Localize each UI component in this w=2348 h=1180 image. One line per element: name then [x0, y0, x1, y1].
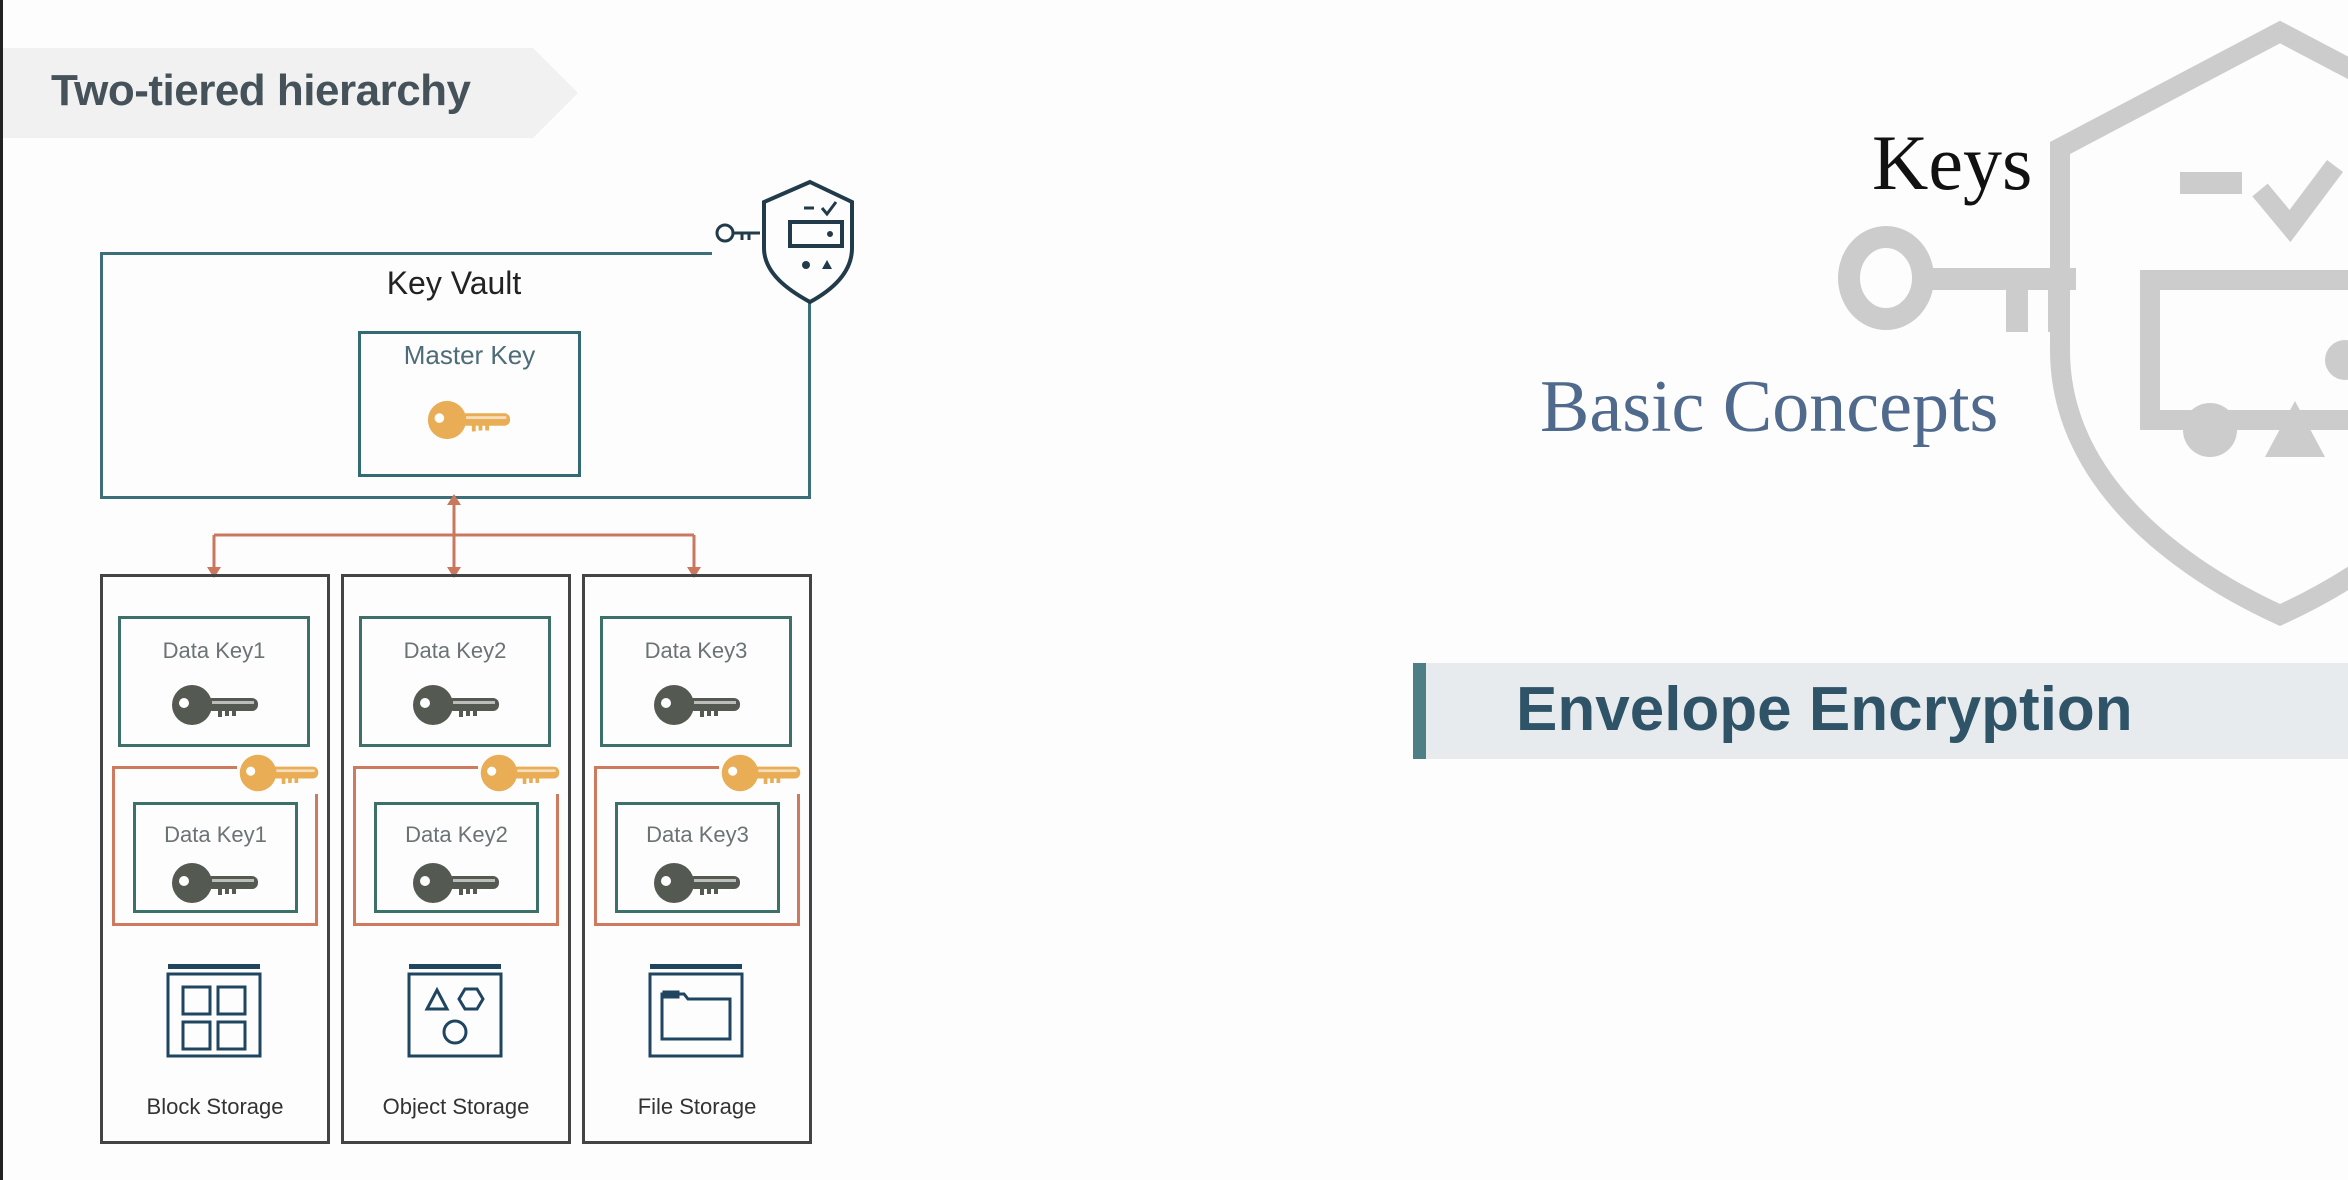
master-key-label: Master Key — [403, 340, 536, 370]
data-key-icon — [651, 682, 743, 728]
data-key-label: Data Key3 — [644, 638, 748, 663]
key-vault-shield-icon — [712, 179, 854, 305]
wrapped-data-key-box — [615, 802, 780, 913]
storage-column-block — [100, 574, 330, 1144]
master-key-box — [358, 331, 581, 477]
data-key-box — [118, 616, 310, 747]
shield-watermark-icon — [2050, 20, 2348, 627]
key-watermark-icon — [1838, 226, 2076, 332]
window-edge — [0, 0, 3, 1180]
title-banner — [3, 48, 578, 138]
column-file-content: Data Key3 Data Key3 File Storage — [582, 574, 812, 1144]
data-key-box — [359, 616, 551, 747]
storage-label: File Storage — [637, 1094, 757, 1119]
slide-title: Keys — [1872, 119, 2033, 206]
section-title: Envelope Encryption — [1516, 675, 2133, 744]
section-banner — [1413, 663, 2348, 759]
data-key-label: Data Key2 — [403, 638, 507, 663]
distribution-arrows — [207, 494, 701, 578]
wrapped-data-key-label: Data Key3 — [646, 822, 749, 847]
wrapped-data-key-icon — [410, 860, 502, 906]
file-storage-icon — [648, 964, 744, 1058]
wrapped-data-key-box — [374, 802, 539, 913]
wrapped-data-key-label: Data Key1 — [164, 822, 267, 847]
section-accent-bar — [1413, 663, 1426, 759]
encrypted-key-box — [353, 766, 559, 926]
data-key-box — [600, 616, 792, 747]
master-key-wrap-icon — [719, 752, 803, 794]
wrapped-data-key-icon — [651, 860, 743, 906]
object-storage-icon — [407, 964, 503, 1058]
storage-column-object — [341, 574, 571, 1144]
data-key-icon — [169, 682, 261, 728]
block-storage-icon — [166, 964, 262, 1058]
storage-label: Block Storage — [146, 1094, 284, 1119]
encrypted-key-box — [112, 766, 318, 926]
column-object-content: Data Key2 Data Key2 Object Storage — [341, 574, 571, 1144]
master-key-icon — [426, 398, 512, 442]
storage-label: Object Storage — [382, 1094, 530, 1119]
encrypted-key-box — [594, 766, 800, 926]
wrapped-data-key-icon — [169, 860, 261, 906]
wrapped-data-key-box — [133, 802, 298, 913]
data-key-icon — [410, 682, 502, 728]
storage-column-file — [582, 574, 812, 1144]
master-key-wrap-icon — [478, 752, 562, 794]
slide-subtitle: Basic Concepts — [1540, 366, 1999, 448]
column-block-content: Data Key1 Data Key1 Block Storage — [100, 574, 330, 1144]
wrapped-data-key-label: Data Key2 — [405, 822, 508, 847]
key-vault-label: Key Vault — [386, 265, 522, 301]
diagram-title: Two-tiered hierarchy — [51, 66, 471, 115]
master-key-wrap-icon — [237, 752, 321, 794]
data-key-label: Data Key1 — [162, 638, 266, 663]
